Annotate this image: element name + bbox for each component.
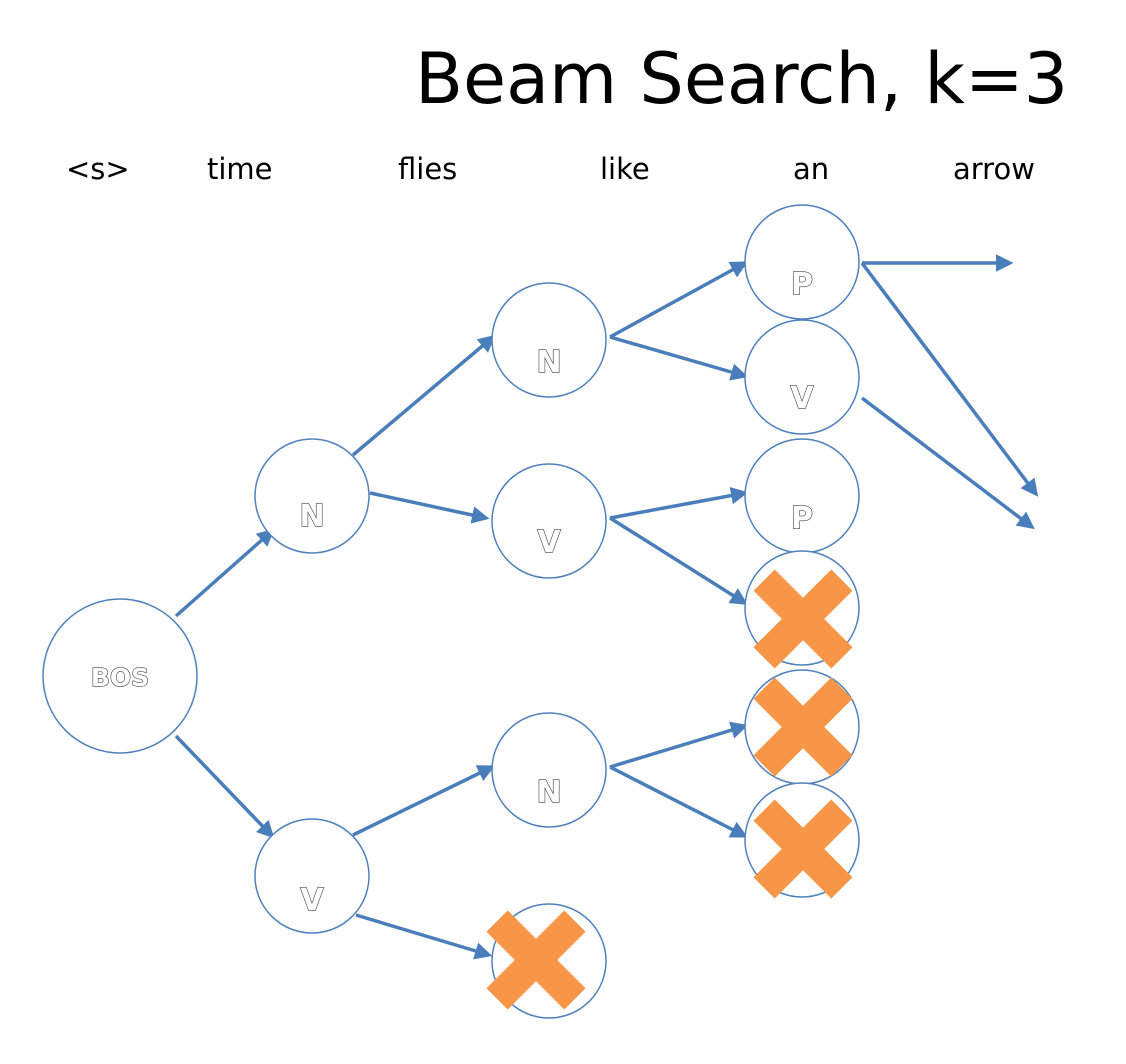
edges — [174, 254, 1039, 960]
word-arrow: arrow — [953, 152, 1035, 186]
node-circle — [491, 463, 607, 579]
node-flies-v-mid: V — [491, 463, 607, 579]
edge-bos-time-n — [174, 528, 275, 618]
node-circle — [744, 204, 860, 320]
word-time: time — [207, 152, 273, 186]
pruned-x-icon — [753, 569, 853, 669]
node-like-v: V — [744, 319, 860, 435]
node-circle — [491, 282, 607, 398]
node-bos: BOS — [42, 598, 198, 754]
word-flies: flies — [398, 152, 458, 186]
node-label: V — [537, 525, 561, 560]
edge-flies-n-like-v — [609, 335, 749, 381]
node-pruned-like-a — [744, 550, 860, 669]
word-an: an — [793, 152, 830, 186]
node-circle — [254, 438, 370, 554]
node-circle — [254, 818, 370, 934]
pruned-x-icon — [486, 910, 586, 1010]
node-circle — [491, 712, 607, 828]
edge-time-n-flies-n — [351, 334, 496, 457]
edge-like-v-out — [860, 396, 1035, 530]
edge-bos-time-v — [174, 734, 275, 839]
pruned-x-icon — [753, 799, 853, 899]
edge-time-n-flies-v — [369, 491, 490, 524]
node-label: V — [300, 883, 324, 918]
edge-flies-n-like-p — [609, 261, 749, 339]
node-flies-n-top: N — [491, 282, 607, 398]
node-pruned-like-b — [744, 669, 860, 785]
node-pruned-like-c — [744, 782, 860, 899]
node-label: V — [790, 381, 814, 416]
pruned-x-icon — [753, 677, 853, 777]
diagram-title: Beam Search, k=3 — [415, 38, 1069, 120]
edge-flies-n-pruned-b — [609, 765, 749, 838]
node-pruned-flies — [486, 903, 607, 1019]
edge-flies-n-pruned-a — [609, 721, 749, 769]
word-like: like — [600, 152, 650, 186]
node-circle — [744, 319, 860, 435]
node-circle — [42, 598, 198, 754]
node-label: N — [536, 345, 561, 380]
node-like-p-mid: P — [744, 438, 860, 554]
edge-time-v-flies-n — [352, 765, 496, 837]
edge-flies-v-pruned — [609, 516, 748, 605]
node-label: P — [791, 267, 813, 302]
node-label: N — [536, 775, 561, 810]
node-label: BOS — [91, 663, 149, 692]
edge-like-p-out-bottom — [860, 261, 1039, 497]
node-label: P — [791, 501, 813, 536]
node-label: N — [299, 499, 324, 534]
edge-flies-v-like-p — [609, 486, 749, 520]
node-time-n: N — [254, 438, 370, 554]
node-like-p-top: P — [744, 204, 860, 320]
node-flies-n-bottom: N — [491, 712, 607, 828]
edge-time-v-pruned — [355, 913, 493, 960]
word-s: <s> — [66, 152, 130, 186]
node-time-v: V — [254, 818, 370, 934]
